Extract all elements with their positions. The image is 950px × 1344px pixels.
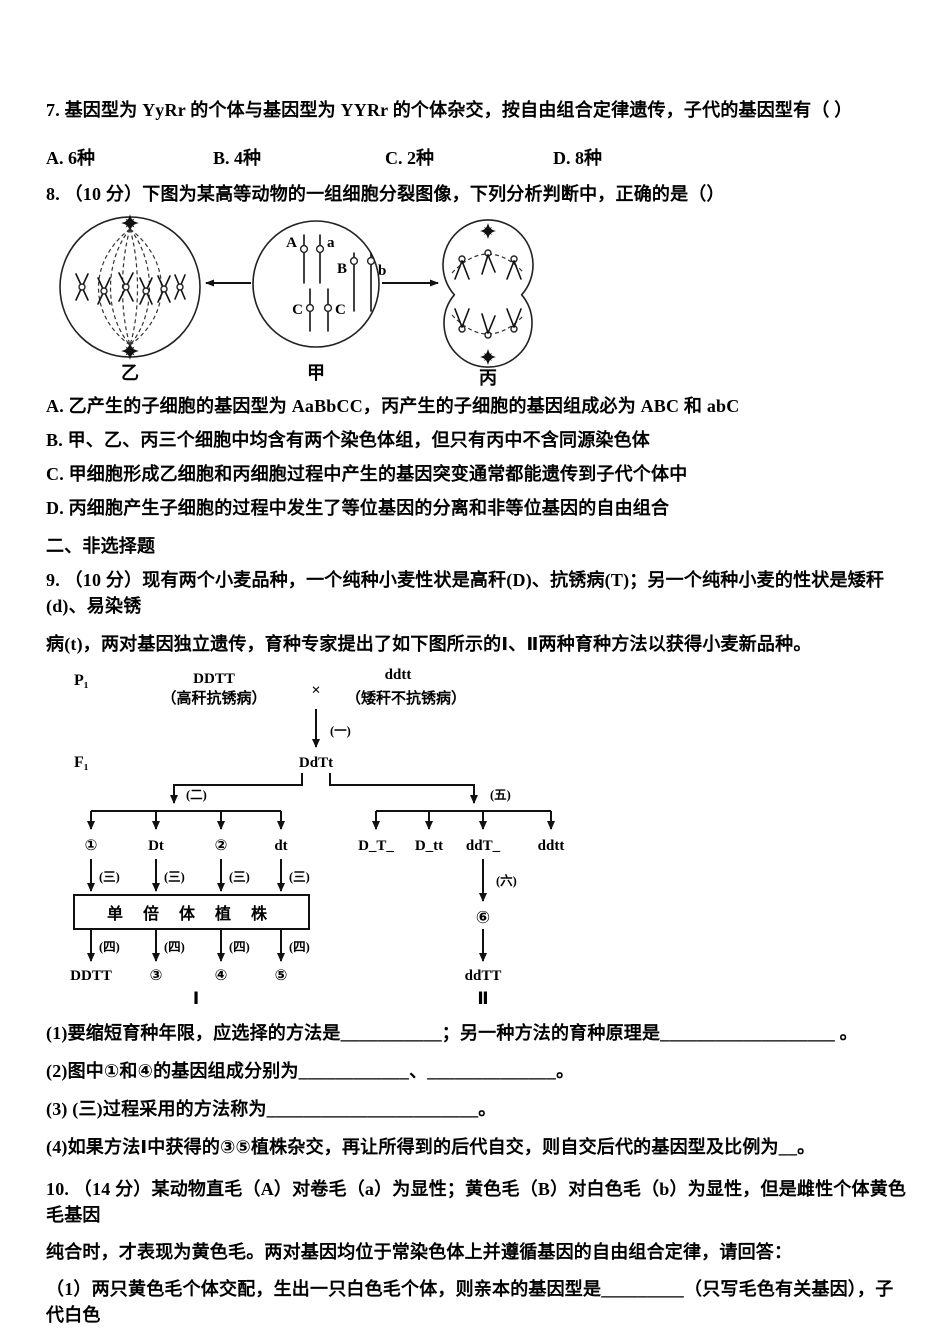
gene-label-C1: C [292, 302, 303, 318]
gamete-Dt: Dt [148, 838, 164, 854]
haploid-plants-box [73, 894, 310, 930]
f1-label: F₁ [74, 754, 89, 771]
q9-sub4: (4)如果方法Ⅰ中获得的③⑤植株杂交，再让所得到的后代自交，则自交后代的基因型及… [46, 1137, 816, 1157]
elbow-right-icon [329, 773, 478, 804]
gamete-2: ② [215, 838, 228, 854]
daughter-chromosomes-top [454, 249, 522, 280]
q8-option-d: D. 丙细胞产生子细胞的过程中发生了等位基因的分离和非等位基因的自由组合 [46, 498, 670, 518]
q8-option-b: B. 甲、乙、丙三个细胞中均含有两个染色体组，但只有丙中不含同源染色体 [46, 430, 651, 450]
cell-jia-interphase: A a B b C C 甲 [252, 220, 386, 383]
result-DDTT: DDTT [70, 968, 112, 984]
step3-label: (三) [229, 870, 250, 884]
step2-label: (二) [186, 788, 207, 802]
spindle-pole-icon [121, 214, 139, 232]
step4-label: (四) [229, 940, 250, 954]
q8-option-a: A. 乙产生的子细胞的基因型为 AaBbCC，丙产生的子细胞的基因组成必为 AB… [46, 396, 740, 416]
haploid-box-label: 单 倍 体 植 株 [107, 904, 275, 923]
gene-label-b: b [378, 263, 386, 279]
f1-genotype: DdTt [299, 755, 333, 771]
step3-label: (三) [164, 870, 185, 884]
gene-label-A: A [286, 235, 297, 251]
cell-bing-division: 丙 [442, 219, 534, 387]
q10-sub1: （1）两只黄色毛个体交配，生出一只白色毛个体，则亲本的基因型是_________… [46, 1279, 894, 1325]
f2-D_T_: D_T_ [358, 838, 394, 854]
gene-label-C2: C [335, 302, 346, 318]
parent-left-phenotype: （高秆抗锈病） [161, 689, 266, 707]
f2-D_tt: D_tt [415, 838, 443, 854]
q9-sub3: (3) (三)过程采用的方法称为_______________________。 [46, 1099, 497, 1119]
q9-sub1: (1)要缩短育种年限，应选择的方法是___________；另一种方法的育种原理… [46, 1023, 858, 1043]
spindle-pole-icon [121, 342, 139, 360]
p1-label: P₁ [74, 672, 89, 689]
q7-stem: 7. 基因型为 YyRr 的个体与基因型为 YYRr 的个体杂交，按自由组合定律… [46, 100, 853, 120]
gamete-dt: dt [274, 838, 287, 854]
spindle-pole-icon [480, 223, 496, 239]
parent-right-genotype: ddtt [385, 667, 412, 683]
q7-option-b: B. 4种 [213, 148, 262, 168]
f2-ddT_: ddT_ [466, 838, 501, 854]
spindle-fibers [98, 228, 162, 346]
q7-options: A. 6种 B. 4种 C. 2种 D. 8种 [46, 145, 910, 171]
cell-bing-label: 丙 [479, 368, 497, 387]
elbow-left-icon [170, 773, 303, 804]
parent-left-genotype: DDTT [193, 671, 235, 687]
cross-symbol: × [311, 682, 320, 699]
result-ddTT: ddTT [465, 968, 502, 984]
step5-label: (五) [490, 788, 511, 802]
section-title: 二、非选择题 [46, 536, 156, 556]
cell-division-figure: 乙 A a B b [59, 214, 534, 387]
f2-ddtt: ddtt [538, 838, 565, 854]
q10-stem-line2: 纯合时，才表现为黄色毛。两对基因均位于常染色体上并遵循基因的自由组合定律，请回答… [46, 1242, 793, 1262]
method1-label: Ⅰ [193, 989, 199, 1008]
q8-option-c: C. 甲细胞形成乙细胞和丙细胞过程中产生的基因突变通常都能遗传到子代个体中 [46, 464, 688, 484]
spindle-pole-icon [480, 349, 496, 365]
result-3: ③ [150, 968, 163, 984]
chromosome-pair-Aa: A a [286, 234, 335, 284]
result-5: ⑤ [275, 968, 288, 984]
cell-yi-label: 乙 [121, 363, 139, 383]
q9-sub2: (2)图中①和④的基因组成分别为____________、___________… [46, 1061, 575, 1081]
gene-label-a: a [327, 235, 335, 251]
metaphase-chromosomes [75, 272, 186, 305]
circle6-node: ⑥ [476, 908, 490, 927]
parent-right-phenotype: （矮秆不抗锈病） [346, 689, 466, 707]
chromosome-pair-Bb: B b [337, 252, 386, 312]
q8-stem: 8. （10 分）下图为某高等动物的一组细胞分裂图像，下列分析判断中，正确的是（… [46, 184, 725, 204]
step4-label: (四) [289, 940, 310, 954]
q9-stem-line2: 病(t)，两对基因独立遗传，育种专家提出了如下图所示的Ⅰ、Ⅱ两种育种方法以获得小… [46, 634, 812, 654]
step4-label: (四) [99, 940, 120, 954]
gene-label-B: B [337, 261, 347, 277]
q7-option-a: A. 6种 [46, 148, 95, 168]
gamete-1: ① [85, 838, 98, 854]
step3-label: (三) [289, 870, 310, 884]
chromosome-pair-CC: C C [292, 288, 346, 332]
breeding-methods-diagram: P₁ DDTT （高秆抗锈病） × ddtt （矮秆不抗锈病） (一) F₁ D… [70, 667, 565, 1008]
result-4: ④ [215, 968, 228, 984]
q7-option-d: D. 8种 [553, 148, 602, 168]
cell-jia-label: 甲 [307, 363, 325, 383]
step3-label: (三) [99, 870, 120, 884]
step4-label: (四) [164, 940, 185, 954]
step1-label: (一) [330, 724, 351, 738]
step6-label: (六) [496, 873, 517, 888]
q7-option-c: C. 2种 [385, 148, 434, 168]
q10-stem-line1: 10. （14 分）某动物直毛（A）对卷毛（a）为显性；黄色毛（B）对白色毛（b… [46, 1179, 907, 1225]
q9-stem-line1: 9. （10 分）现有两个小麦品种，一个纯种小麦性状是高秆(D)、抗锈病(T)；… [46, 570, 885, 616]
method2-label: Ⅱ [477, 989, 488, 1008]
daughter-chromosomes-bottom [454, 308, 522, 339]
cell-yi-mitosis: 乙 [59, 214, 201, 383]
